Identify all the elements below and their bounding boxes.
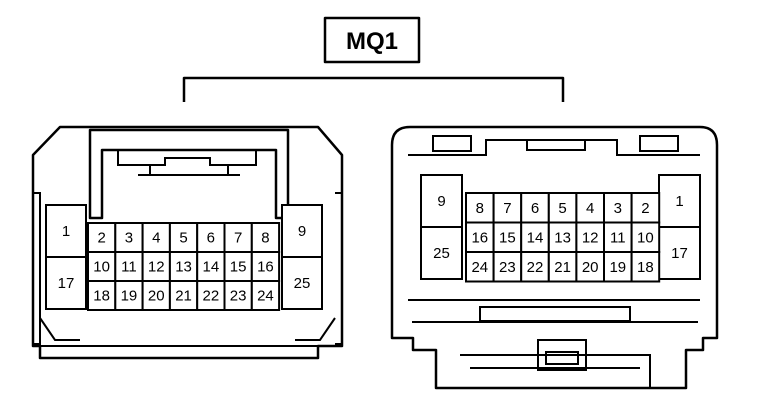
- right-pin-21-label: 21: [554, 259, 571, 276]
- right-pin-24-label: 24: [471, 259, 488, 276]
- right-housing-notch: [526, 140, 586, 151]
- left-pin-5-label: 5: [179, 230, 187, 247]
- left-connector-housing: [31, 125, 344, 360]
- right-pin-23-cell: [492, 251, 523, 283]
- left-pin-10-label: 10: [93, 259, 110, 276]
- left-pin-22-label: 22: [203, 288, 220, 305]
- right-pin-11-cell: [603, 221, 633, 253]
- left-pin-15-cell: [223, 251, 253, 282]
- title-box: [323, 16, 421, 64]
- right-pin-19-label: 19: [609, 259, 626, 276]
- left-pin-8-cell: [250, 222, 281, 253]
- right-pin-13-label: 13: [554, 229, 571, 246]
- right-pin-25-label: 25: [433, 245, 450, 262]
- left-pin-11-cell: [114, 251, 144, 282]
- left-pin-8-label: 8: [261, 230, 269, 247]
- right-pin-11-label: 11: [610, 229, 626, 246]
- right-pin-20-label: 20: [582, 259, 599, 276]
- connector-title: MQ1: [346, 28, 398, 55]
- right-pin-25-cell: [420, 226, 463, 280]
- right-pin-14-label: 14: [527, 229, 544, 246]
- left-pin-17-cell: [45, 256, 87, 310]
- right-pin-3-label: 3: [614, 200, 622, 217]
- left-pin-24-cell: [250, 280, 281, 311]
- left-pin-25-cell: [281, 256, 323, 310]
- left-housing-feet: [39, 317, 336, 341]
- left-pin-21-cell: [168, 280, 199, 311]
- right-pin-17-label: 17: [671, 245, 688, 262]
- left-pin-16-cell: [250, 251, 281, 282]
- left-pin-18-label: 18: [93, 288, 110, 305]
- left-pin-15-label: 15: [230, 259, 247, 276]
- left-connector: [31, 125, 344, 360]
- right-pin-20-cell: [575, 251, 606, 283]
- right-pin-7-label: 7: [503, 200, 511, 217]
- left-pin-1-label: 1: [62, 223, 70, 240]
- right-pin-8-cell: [465, 192, 495, 224]
- left-pin-4-label: 4: [152, 230, 160, 247]
- right-pin-18-cell: [630, 251, 661, 283]
- left-housing-left-rail: [33, 192, 41, 345]
- right-pin-17-cell: [658, 226, 701, 280]
- left-latch-tab: [117, 150, 257, 166]
- right-pin-22-label: 22: [527, 259, 544, 276]
- left-pin-20-label: 20: [148, 288, 165, 305]
- left-pin-12-label: 12: [148, 259, 165, 276]
- left-latch-detail: [138, 165, 240, 176]
- left-pin-12-cell: [141, 251, 171, 282]
- left-pin-14-label: 14: [203, 259, 220, 276]
- left-pin-21-label: 21: [175, 288, 192, 305]
- right-pin-15-label: 15: [499, 229, 516, 246]
- right-pin-13-cell: [547, 221, 578, 253]
- left-pin-20-cell: [141, 280, 171, 311]
- left-housing-right-rail: [335, 192, 343, 345]
- right-lock-tab-inner: [545, 351, 579, 365]
- left-pin-19-label: 19: [121, 288, 138, 305]
- left-pin-7-label: 7: [234, 230, 242, 247]
- right-pin-6-label: 6: [531, 200, 539, 217]
- right-pin-9-label: 9: [437, 193, 445, 210]
- left-pin-3-label: 3: [125, 230, 133, 247]
- right-housing-slot: [479, 306, 631, 322]
- left-pin-16-label: 16: [257, 259, 274, 276]
- left-pin-23-label: 23: [230, 288, 247, 305]
- right-housing-top-rail: [408, 139, 700, 156]
- right-pin-16-label: 16: [471, 229, 488, 246]
- left-pin-9-label: 9: [298, 223, 306, 240]
- left-pin-6-label: 6: [207, 230, 215, 247]
- right-pin-12-label: 12: [582, 229, 599, 246]
- right-pin-2-label: 2: [641, 200, 649, 217]
- right-pin-23-label: 23: [499, 259, 516, 276]
- right-pin-8-label: 8: [476, 200, 484, 217]
- left-pin-25-label: 25: [294, 275, 311, 292]
- left-pin-11-label: 11: [121, 259, 137, 276]
- right-pin-1-label: 1: [675, 193, 683, 210]
- right-latch-slot-left: [432, 135, 472, 152]
- right-latch-slot-right: [639, 135, 679, 152]
- right-connector-housing: [390, 125, 719, 390]
- connector-bracket: [182, 76, 565, 102]
- left-latch: [88, 128, 290, 220]
- right-pin-18-label: 18: [637, 259, 654, 276]
- right-housing-lock: [460, 354, 651, 388]
- right-pin-10-label: 10: [637, 229, 654, 246]
- right-pin-4-label: 4: [586, 200, 594, 217]
- left-pin-17-label: 17: [58, 275, 75, 292]
- left-pin-24-label: 24: [257, 288, 274, 305]
- right-connector: [390, 125, 719, 390]
- right-housing-inner-lines: [408, 299, 700, 323]
- right-lock-tab: [537, 339, 587, 371]
- right-pin-5-label: 5: [558, 200, 566, 217]
- left-pin-2-label: 2: [97, 230, 105, 247]
- left-pin-13-label: 13: [175, 259, 192, 276]
